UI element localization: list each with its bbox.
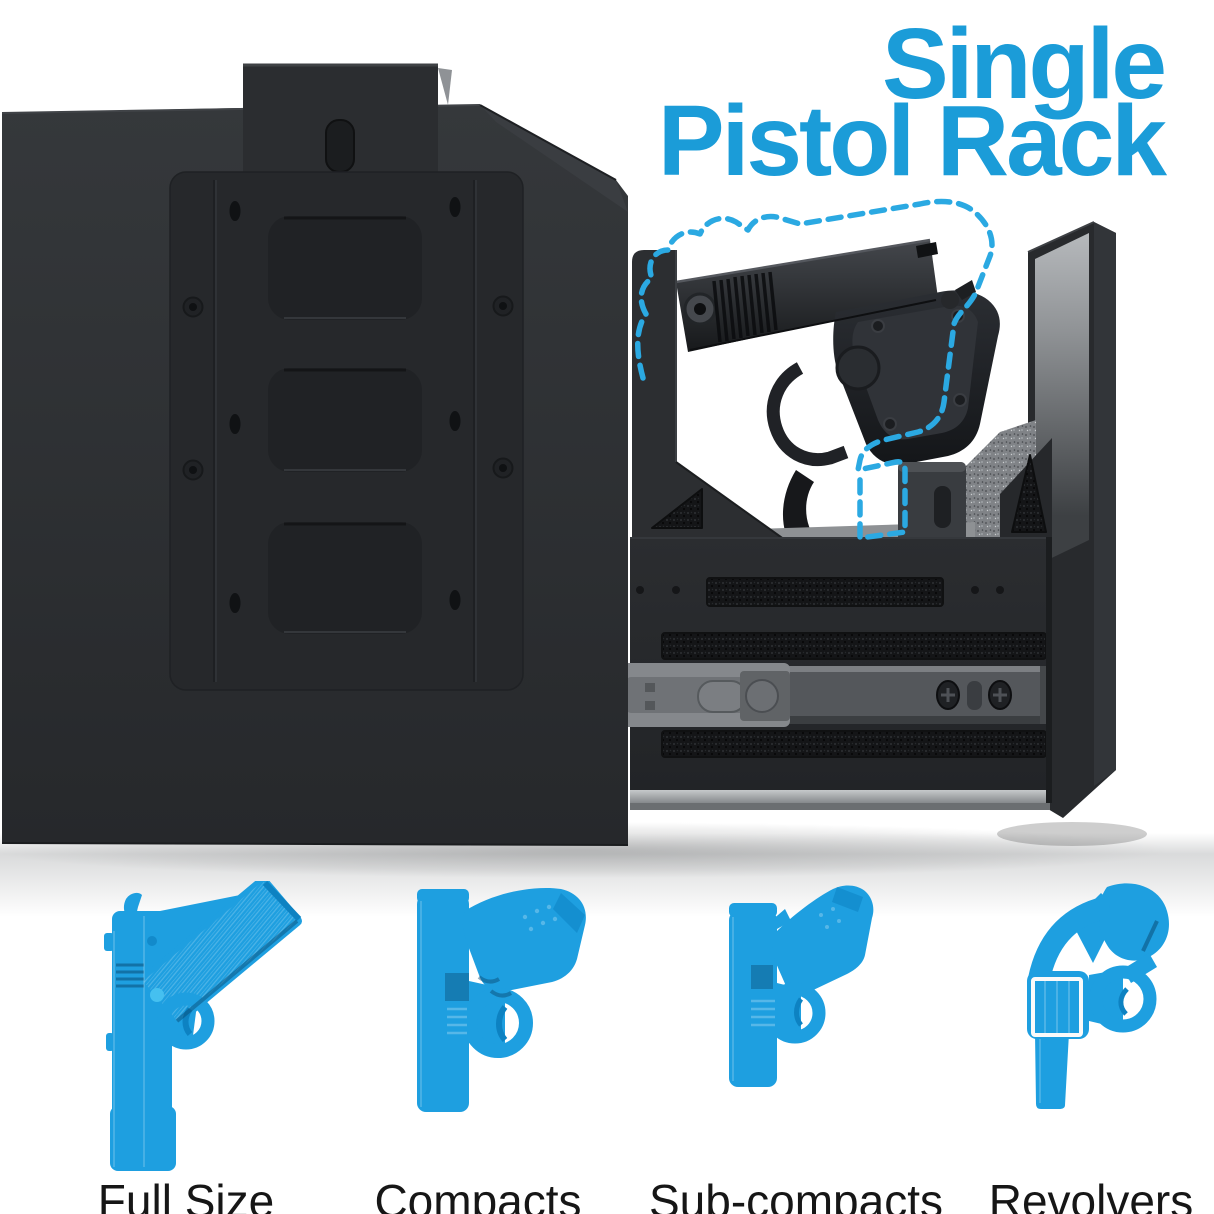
size-label-revolvers: Revolvers (988, 1175, 1194, 1214)
plate-cutout (268, 216, 422, 320)
headline: Single Pistol Rack (657, 8, 1167, 197)
pistol-dashed-outline-icon (634, 198, 995, 541)
size-label-compacts: Compacts (374, 1175, 582, 1214)
foam-strip (661, 730, 1047, 758)
full-size-pistol-icon (104, 881, 302, 1171)
magazine-block (898, 462, 966, 542)
plate-cutout (268, 522, 422, 634)
slide-serrations (712, 271, 778, 343)
left-bracket (632, 250, 793, 546)
size-label-full-size: Full Size (97, 1175, 275, 1214)
size-figure-full-size: Full Size (66, 876, 306, 1214)
drawer-interior (618, 238, 1052, 810)
foam-strip (661, 632, 1047, 660)
drawer-slide-rail (618, 663, 1048, 727)
headline-line-1: Single (881, 8, 1167, 120)
headline-line-2: Pistol Rack (657, 85, 1167, 197)
size-label-sub-compacts: Sub-compacts (648, 1175, 943, 1214)
size-figure-revolvers: Revolvers (951, 876, 1214, 1214)
foam-strip (706, 577, 944, 607)
roof-face (480, 105, 628, 212)
trigger-guard (766, 362, 849, 466)
grip-panel (852, 305, 978, 440)
screw-slots (229, 197, 461, 613)
mounting-tab (243, 63, 438, 180)
door-edge (1094, 222, 1116, 786)
drawer-front-face (618, 537, 1052, 810)
screw-holes (182, 295, 514, 481)
compact-pistol-icon (417, 887, 586, 1112)
foam-triangle-right (1011, 454, 1047, 533)
mounting-slot (325, 119, 355, 173)
revolver-pistol-icon (1027, 883, 1169, 1109)
size-figure-sub-compacts: Sub-compacts (646, 876, 946, 1214)
foam-triangle-left (651, 488, 703, 529)
door-shadow (997, 822, 1147, 846)
hinge-wedge (438, 68, 452, 105)
safe-body (1, 63, 629, 846)
cylinder-outline (1031, 977, 1083, 1037)
right-bracket (1000, 438, 1052, 545)
mounting-plate (169, 171, 524, 691)
plate-cutout (268, 368, 422, 472)
size-figure-compacts: Compacts (358, 876, 598, 1214)
sub-compact-pistol-icon (729, 885, 874, 1087)
pistol-safe-illustration (0, 63, 1214, 917)
